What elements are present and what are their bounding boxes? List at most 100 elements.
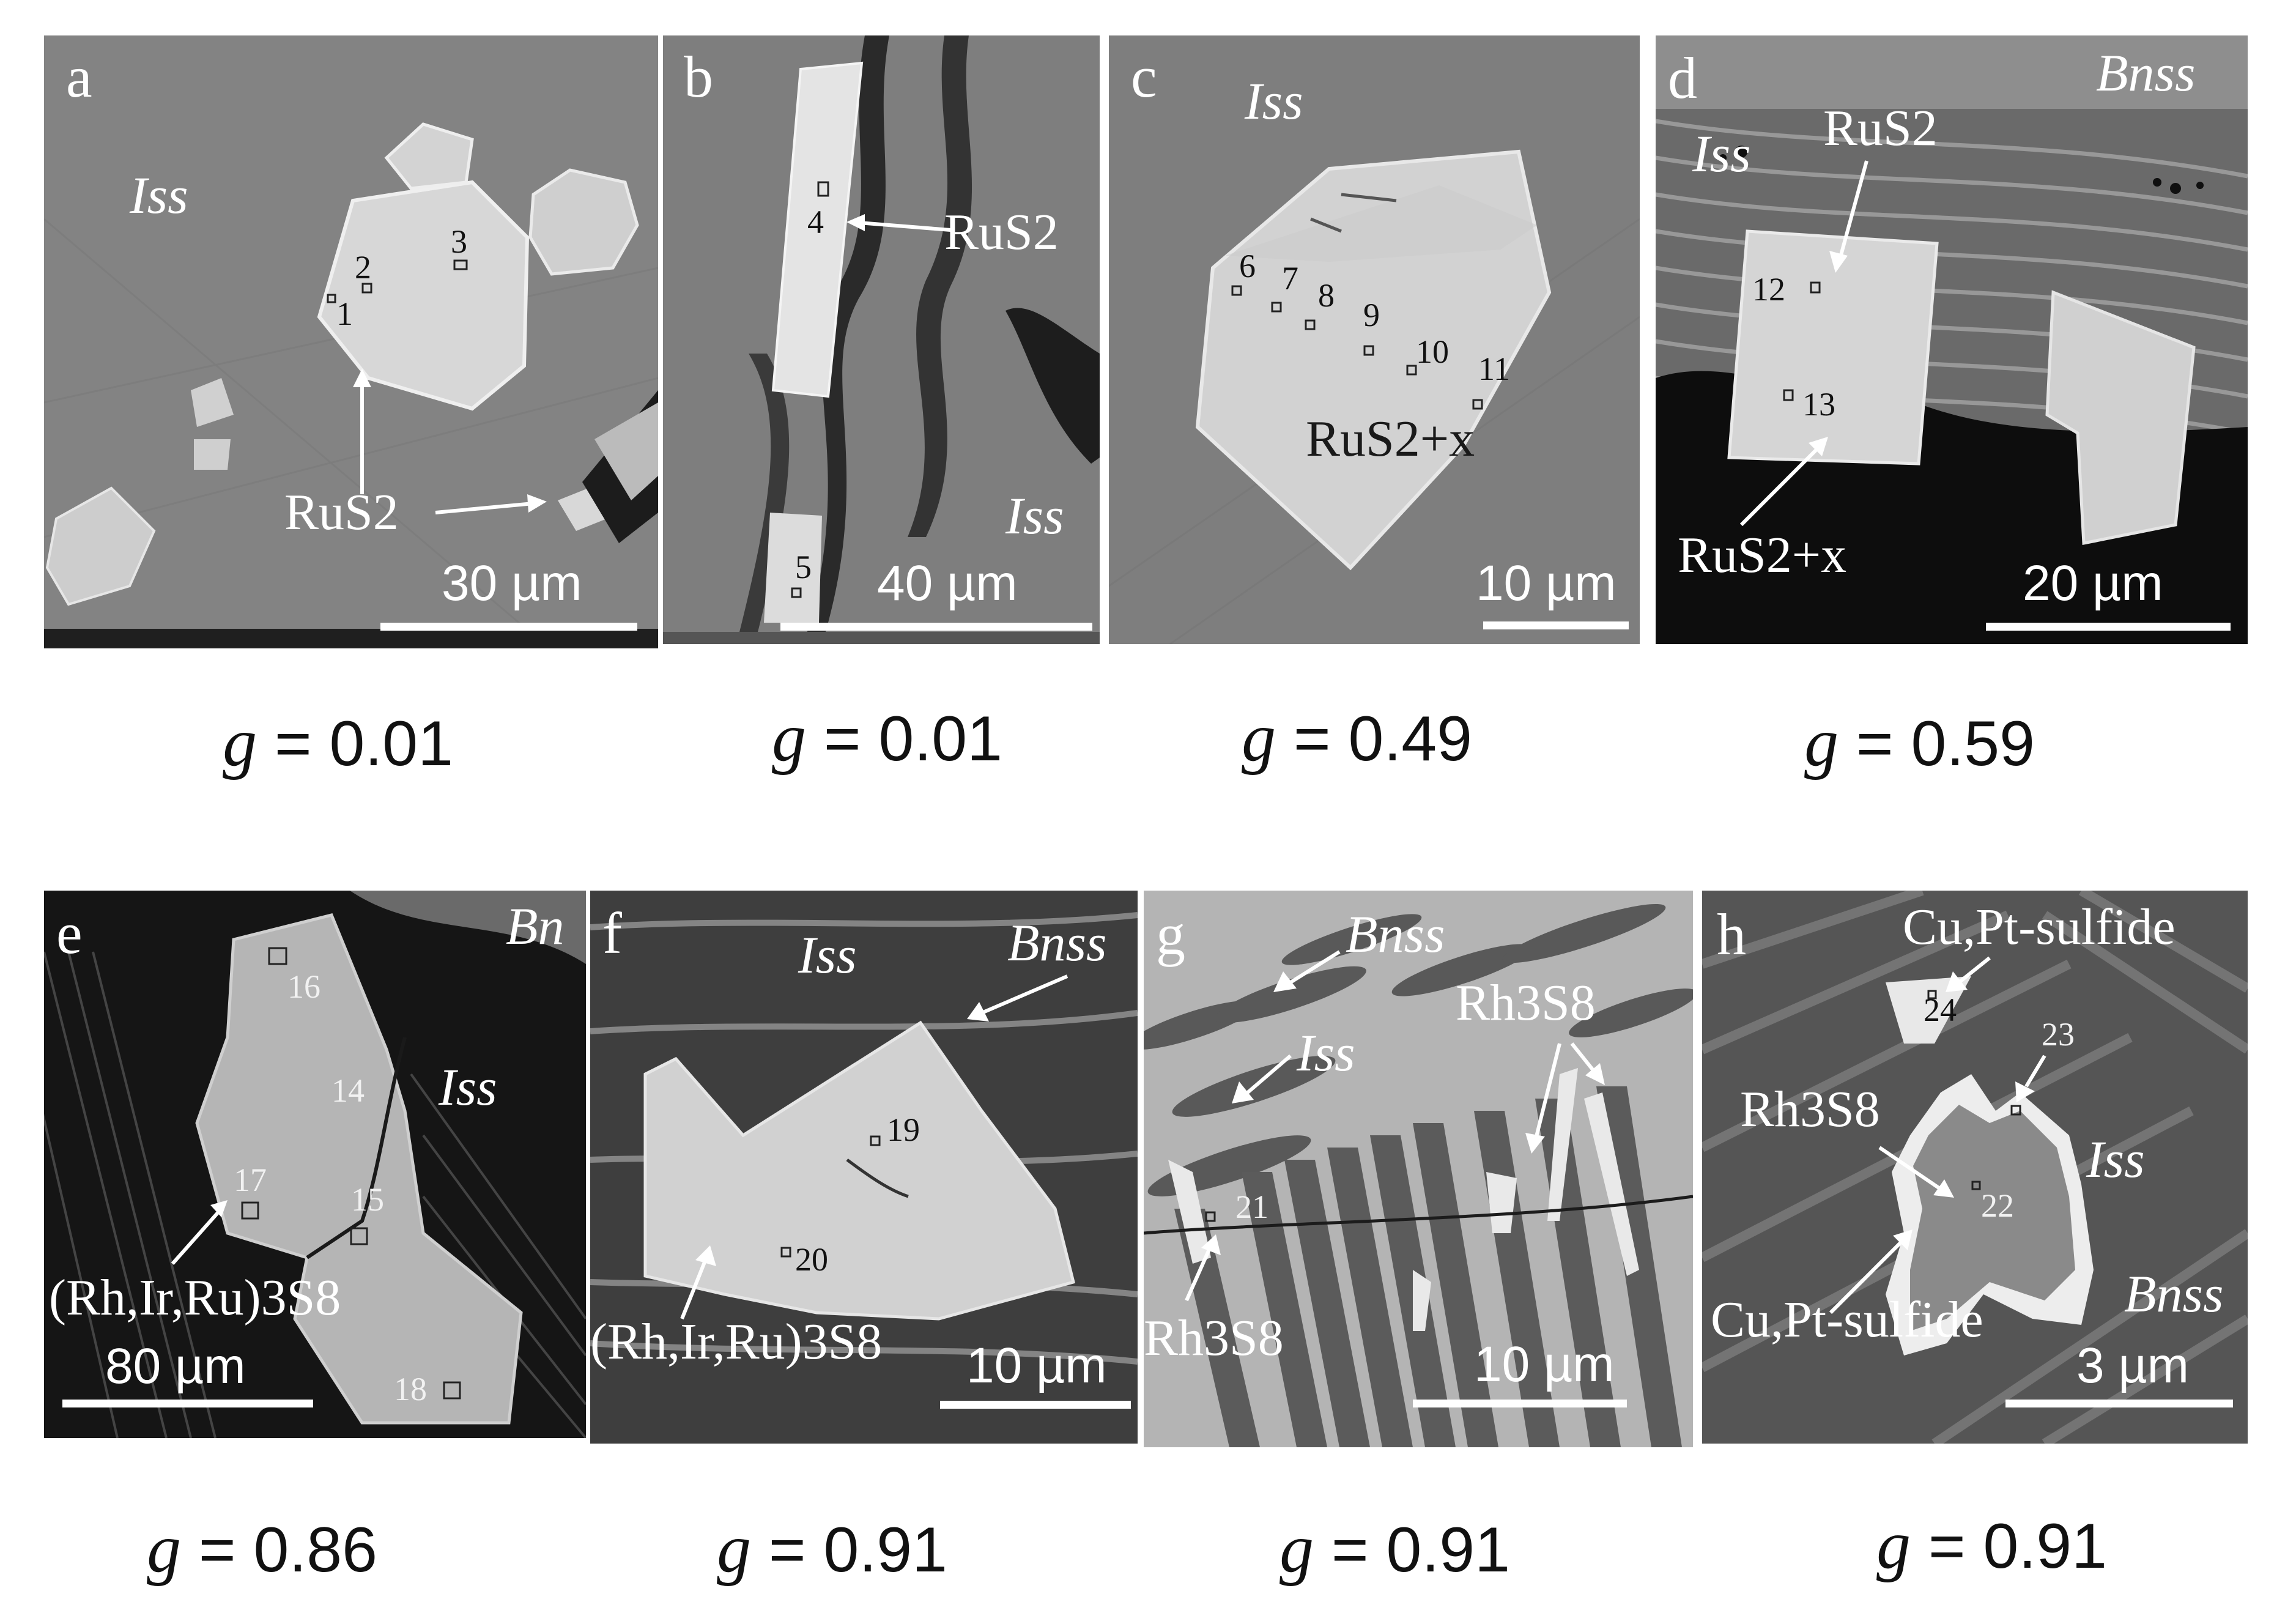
panel-letter: f: [602, 900, 622, 966]
scale-bar: [940, 1401, 1131, 1409]
annotations-e: [171, 947, 461, 1400]
panel-e: e Bn Iss 16 14 17 15 18 (Rh,Ir,Ru)3S8 80…: [44, 891, 586, 1438]
annotations-h: [1829, 956, 2046, 1315]
mineral-label: RuS2: [944, 204, 1059, 261]
phase-label-iss: Iss: [1692, 124, 1751, 183]
phase-label-iss: Iss: [1297, 1023, 1355, 1082]
panel-a: a Iss 1 2 3 RuS2 30 µm: [44, 35, 658, 648]
spot-number: 23: [2042, 1016, 2075, 1053]
panel-f: f Iss Bnss 19 20 (Rh,Ir,Ru)3S8 10 µm: [590, 891, 1138, 1444]
annotations-g: [1185, 950, 1605, 1302]
scale-label: 80 µm: [105, 1338, 246, 1394]
spot-number: 16: [287, 968, 320, 1005]
phase-label-bnss: Bnss: [1346, 905, 1445, 963]
spot-number: 6: [1239, 248, 1256, 284]
mineral-label: Rh3S8: [1740, 1081, 1880, 1138]
mineral-label: Rh3S8: [1144, 1310, 1284, 1367]
panel-h: h Cu,Pt-sulfide 24 23 Rh3S8 22 Iss Bnss …: [1702, 891, 2248, 1444]
sem-image-c: [1109, 35, 1640, 644]
spot-number: 19: [887, 1111, 920, 1148]
spot-number: 12: [1752, 271, 1785, 308]
panel-d: d Bnss Iss RuS2 12 13 RuS2+x 20 µm: [1656, 35, 2248, 644]
spot-number: 4: [807, 204, 824, 240]
mineral-label: Rh3S8: [1456, 974, 1596, 1031]
sem-image-g: [1144, 891, 1693, 1447]
spot-number: 1: [336, 295, 353, 332]
spot-number: 18: [394, 1371, 427, 1407]
sem-image-e: [44, 891, 586, 1438]
mineral-label: (Rh,Ir,Ru)3S8: [49, 1269, 341, 1326]
scale-bar: [2005, 1400, 2233, 1407]
scale-bar: [1413, 1400, 1627, 1407]
sem-image-h: [1702, 891, 2248, 1444]
phase-label-bnss: Bnss: [1007, 913, 1107, 972]
spot-number: 17: [234, 1162, 267, 1198]
mineral-label: (Rh,Ir,Ru)3S8: [590, 1313, 883, 1370]
phase-label-iss: Iss: [1245, 72, 1303, 130]
spot-number: 2: [355, 249, 371, 286]
g-value-caption-f: g = 0.91: [717, 1511, 947, 1587]
mineral-label: RuS2: [284, 484, 399, 541]
spot-number: 14: [331, 1072, 365, 1109]
g-value-caption-c: g = 0.49: [1242, 700, 1472, 776]
spot-number: 5: [795, 549, 812, 585]
sem-image-b: [663, 35, 1100, 644]
annotations-b: [791, 181, 951, 598]
panel-letter: h: [1717, 902, 1746, 967]
mineral-label: Cu,Pt-sulfide: [1903, 899, 2176, 955]
panel-letter: d: [1668, 45, 1697, 111]
phase-label-iss: Iss: [439, 1058, 497, 1116]
spot-number: 3: [451, 223, 467, 260]
panel-letter: a: [66, 44, 92, 109]
phase-label-iss: Iss: [1005, 486, 1064, 545]
annotations-c: [1231, 285, 1483, 410]
scale-bar: [380, 623, 637, 631]
spot-number: 22: [1981, 1187, 2014, 1224]
panel-g: g Bnss Iss Rh3S8 21 Rh3S8 10 µm: [1144, 891, 1693, 1447]
g-value-caption-a: g = 0.01: [223, 705, 453, 781]
spot-number: 15: [351, 1181, 384, 1218]
mineral-label: RuS2+x: [1306, 410, 1475, 467]
g-value-caption-e: g = 0.86: [147, 1511, 377, 1587]
scale-bar: [62, 1400, 313, 1407]
scale-bar: [1483, 621, 1629, 629]
panel-letter: b: [684, 44, 713, 109]
panel-b: b 4 5 RuS2 Iss 40 µm: [663, 35, 1100, 644]
spot-number: 20: [795, 1241, 828, 1278]
g-value-caption-h: g = 0.91: [1876, 1507, 2107, 1583]
annotations-f: [680, 974, 1068, 1320]
panel-c: c Iss 6 7 8 9 10 11 RuS2+x 10 µm: [1109, 35, 1640, 644]
scale-bar: [1986, 623, 2231, 631]
scale-label: 30 µm: [442, 555, 582, 611]
phase-label-bnss: Bnss: [2096, 43, 2196, 102]
spot-number: 7: [1282, 260, 1298, 297]
g-value-caption-b: g = 0.01: [772, 700, 1002, 776]
scale-label: 3 µm: [2076, 1338, 2189, 1393]
panel-letter: g: [1156, 902, 1185, 967]
sem-image-a: [44, 35, 658, 648]
phase-label-iss: Iss: [130, 166, 188, 224]
spot-number: 13: [1802, 386, 1835, 423]
spot-number: 21: [1235, 1189, 1268, 1225]
scale-bar: [780, 623, 1092, 631]
scale-label: 10 µm: [1474, 1337, 1615, 1392]
mineral-label: RuS2: [1823, 100, 1938, 157]
spot-number: 8: [1318, 277, 1335, 314]
mineral-label: Cu,Pt-sulfide: [1711, 1291, 1983, 1348]
phase-label-bn: Bn: [506, 897, 565, 955]
spot-number: 11: [1478, 350, 1510, 387]
scale-label: 20 µm: [2023, 555, 2163, 611]
sem-image-f: [590, 891, 1138, 1444]
phase-label-iss: Iss: [2086, 1130, 2145, 1189]
annotations-a: [327, 259, 547, 514]
g-value-caption-d: g = 0.59: [1804, 705, 2035, 781]
panel-letter: e: [56, 900, 83, 966]
scale-label: 10 µm: [1476, 555, 1616, 611]
phase-label-iss: Iss: [798, 925, 857, 984]
spot-number: 10: [1416, 333, 1449, 370]
annotations-d: [1739, 160, 1868, 527]
g-value-caption-g: g = 0.91: [1279, 1511, 1510, 1587]
scale-label: 40 µm: [877, 555, 1018, 611]
mineral-label: RuS2+x: [1678, 527, 1847, 584]
spot-number: 9: [1363, 297, 1380, 333]
